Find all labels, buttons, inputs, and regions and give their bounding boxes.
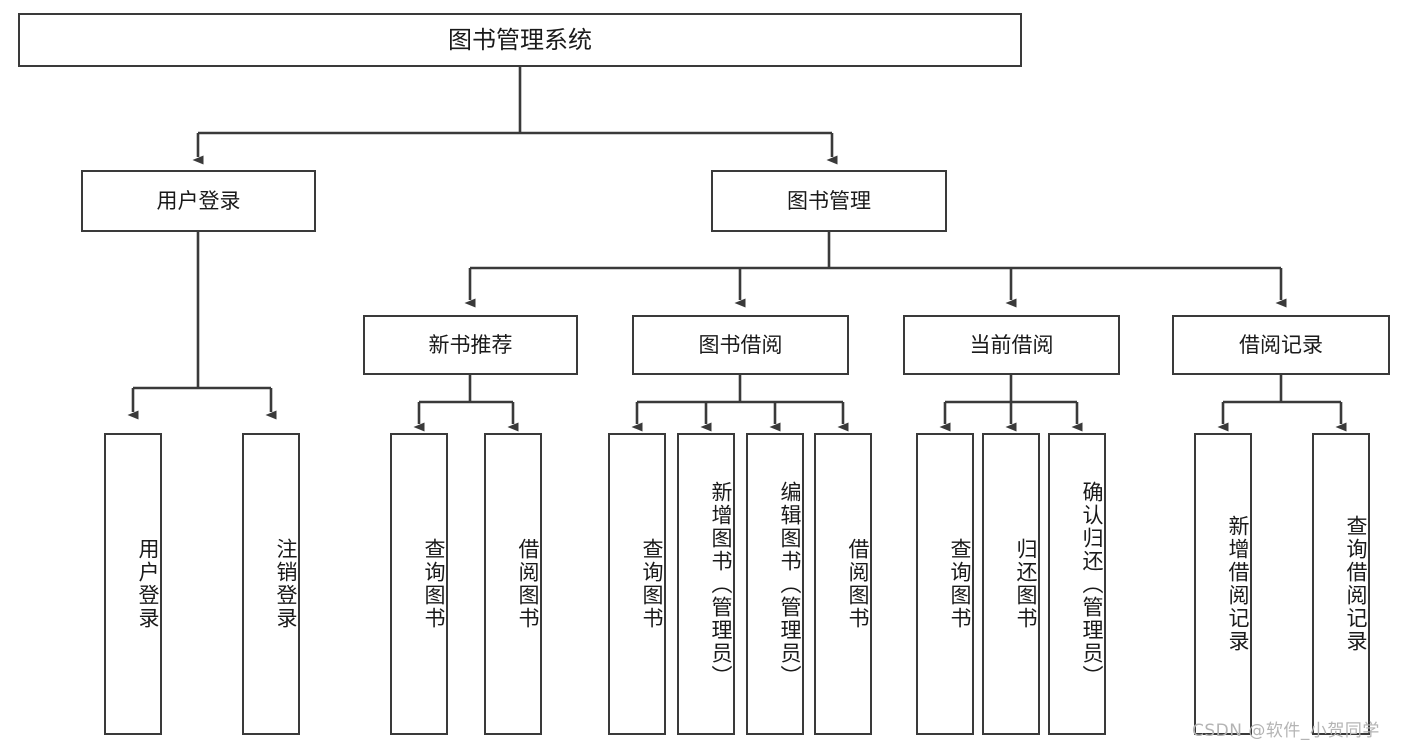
node-label: 查询图书 [640, 538, 664, 630]
node-label: 借阅图书 [516, 538, 540, 630]
csdn-watermark: CSDN @软件_小贺同学 [1192, 721, 1380, 741]
node-label: 查询图书 [422, 538, 446, 630]
leaf-book-borrow-query[interactable]: 查询图书 [608, 433, 666, 735]
leaf-new-book-query[interactable]: 查询图书 [390, 433, 448, 735]
node-label: 图书管理 [787, 188, 871, 213]
node-label: 用户登录 [156, 188, 241, 213]
node-label: 新增借阅记录 [1226, 515, 1250, 653]
node-label: 当前借阅 [969, 332, 1054, 357]
node-label: 用户登录 [136, 538, 160, 630]
node-label: 新书推荐 [428, 332, 513, 357]
node-label: 编辑图书（管理员） [778, 480, 802, 688]
node-label: 新增图书（管理员） [709, 480, 733, 688]
node-label: 确认归还（管理员） [1080, 480, 1104, 688]
node-current-borrow[interactable]: 当前借阅 [903, 315, 1120, 375]
node-label: 归还图书 [1014, 538, 1038, 630]
node-label: 图书管理系统 [448, 25, 592, 54]
node-book-borrow[interactable]: 图书借阅 [632, 315, 849, 375]
node-label: 注销登录 [274, 538, 298, 630]
leaf-book-borrow-add[interactable]: 新增图书（管理员） [677, 433, 735, 735]
leaf-user-login-logout[interactable]: 注销登录 [242, 433, 300, 735]
leaf-borrow-record-add[interactable]: 新增借阅记录 [1194, 433, 1252, 735]
leaf-borrow-record-query[interactable]: 查询借阅记录 [1312, 433, 1370, 735]
leaf-book-borrow-borrow[interactable]: 借阅图书 [814, 433, 872, 735]
leaf-current-borrow-query[interactable]: 查询图书 [916, 433, 974, 735]
leaf-new-book-borrow[interactable]: 借阅图书 [484, 433, 542, 735]
leaf-book-borrow-edit[interactable]: 编辑图书（管理员） [746, 433, 804, 735]
node-label: 查询图书 [948, 538, 972, 630]
node-borrow-record[interactable]: 借阅记录 [1172, 315, 1390, 375]
node-label: 图书借阅 [698, 332, 783, 357]
node-label: 借阅记录 [1239, 332, 1323, 357]
leaf-current-borrow-confirm-return[interactable]: 确认归还（管理员） [1048, 433, 1106, 735]
leaf-user-login-login[interactable]: 用户登录 [104, 433, 162, 735]
node-label: 查询借阅记录 [1344, 515, 1368, 653]
node-label: 借阅图书 [846, 538, 870, 630]
node-root-system[interactable]: 图书管理系统 [18, 13, 1022, 67]
node-new-book-recommend[interactable]: 新书推荐 [363, 315, 578, 375]
node-book-management[interactable]: 图书管理 [711, 170, 947, 232]
leaf-current-borrow-return[interactable]: 归还图书 [982, 433, 1040, 735]
node-user-login[interactable]: 用户登录 [81, 170, 316, 232]
